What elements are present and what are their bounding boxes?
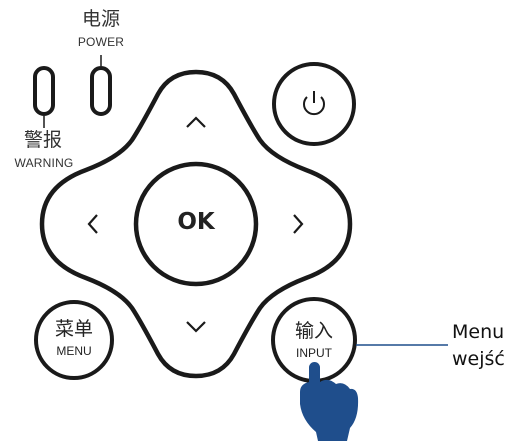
menu-label-en: MENU xyxy=(56,344,92,358)
power-label-en: POWER xyxy=(77,35,125,49)
callout-line-1: Menu xyxy=(452,321,505,343)
chevron-up-icon[interactable] xyxy=(186,116,206,128)
callout-line-2: wejść xyxy=(452,348,505,370)
power-button[interactable] xyxy=(272,62,356,146)
ok-button[interactable] xyxy=(133,161,259,287)
chevron-left-icon[interactable] xyxy=(87,214,98,234)
chevron-down-icon[interactable] xyxy=(186,321,206,333)
pointing-hand-icon xyxy=(300,362,359,441)
ok-label: OK xyxy=(177,209,215,235)
menu-label-cn: 菜单 xyxy=(54,319,93,340)
warning-label-en: WARNING xyxy=(14,156,74,170)
warning-led xyxy=(33,66,55,116)
menu-button[interactable] xyxy=(34,300,114,380)
input-label-cn: 输入 xyxy=(294,321,333,342)
chevron-right-icon[interactable] xyxy=(293,214,304,234)
input-label-en: INPUT xyxy=(296,346,332,360)
warning-label-cn: 警报 xyxy=(23,130,62,151)
power-label-cn: 电源 xyxy=(81,9,120,30)
power-icon xyxy=(303,91,325,116)
power-led xyxy=(90,66,112,116)
